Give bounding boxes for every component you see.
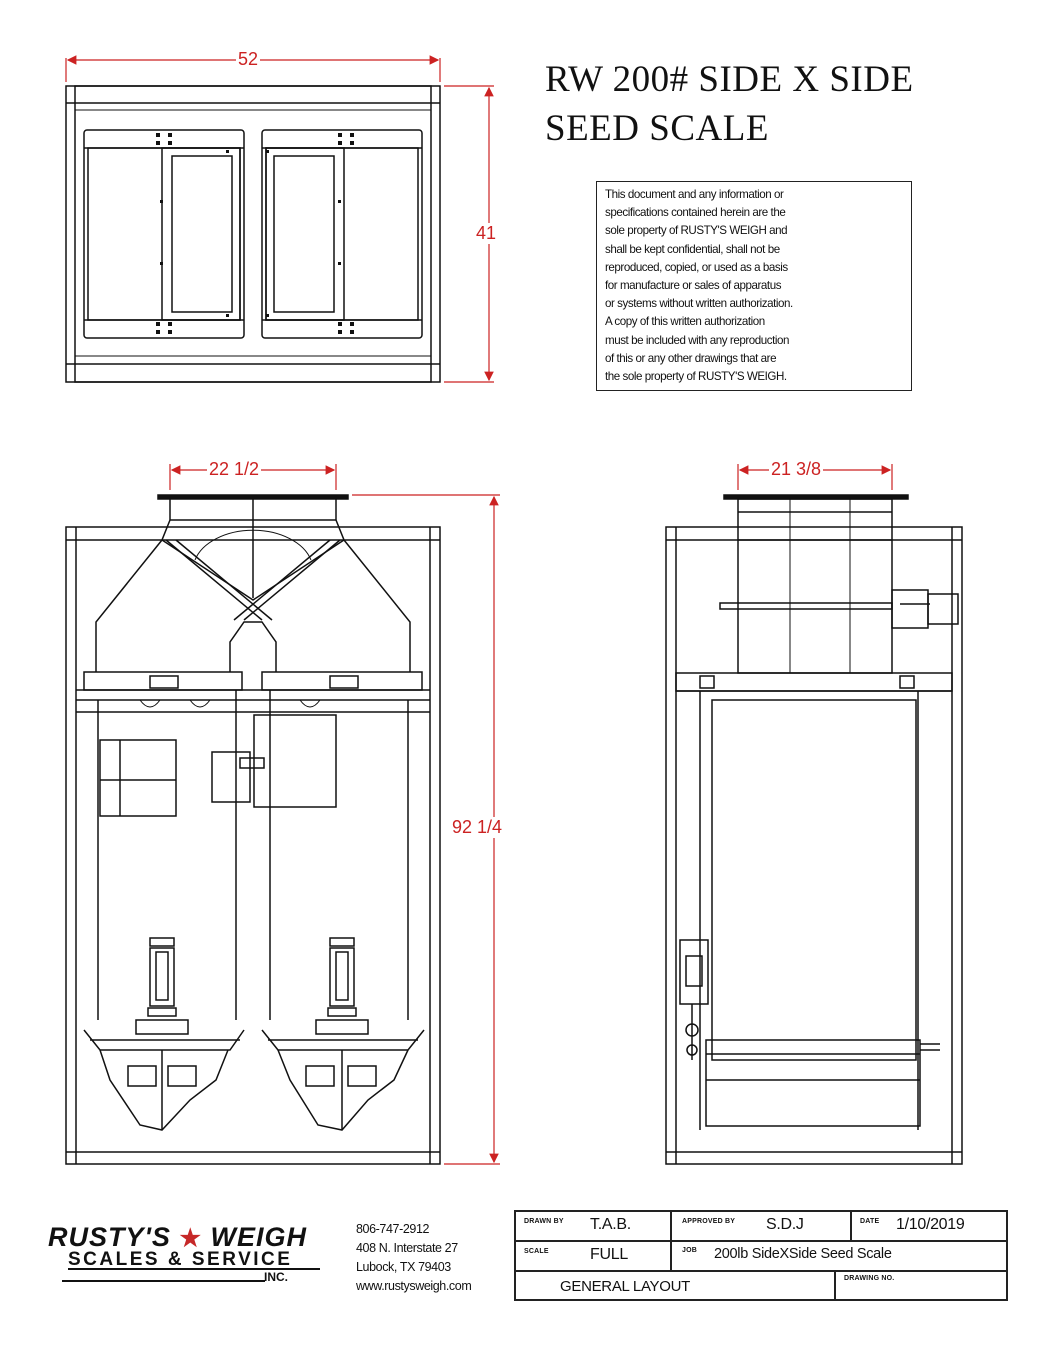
drawing-title-line1: RW 200# SIDE X SIDE: [545, 59, 914, 100]
contact-address-line1: 408 N. Interstate 27: [356, 1241, 458, 1255]
side-view: [665, 494, 963, 1165]
notice-line: specifications contained herein are the: [605, 206, 786, 220]
front-view: [65, 494, 441, 1165]
notice-line: of this or any other drawings that are: [605, 351, 777, 365]
star-icon: ★: [179, 1225, 202, 1252]
notice-line: shall be kept confidential, shall not be: [605, 242, 780, 256]
top-view-left-hopper: [83, 129, 245, 339]
contact-website: www.rustysweigh.com: [356, 1279, 472, 1293]
drawing-no-label: DRAWING NO.: [844, 1275, 895, 1282]
notice-line: the sole property of RUSTY'S WEIGH.: [605, 370, 787, 384]
front-view-control-box-right: [253, 714, 337, 808]
drawing-title-value: GENERAL LAYOUT: [560, 1278, 691, 1295]
job-label: JOB: [682, 1247, 697, 1254]
notice-line: sole property of RUSTY'S WEIGH and: [605, 224, 788, 238]
scale-label: SCALE: [524, 1248, 549, 1255]
logo-inc: INC.: [68, 1268, 320, 1284]
side-view-inlet-hopper: [737, 498, 893, 674]
drawn-by-label: DRAWN BY: [524, 1218, 564, 1225]
notice-line: or systems without written authorization…: [605, 297, 793, 311]
scale-value: FULL: [590, 1246, 628, 1263]
contact-address-line2: Lubock, TX 79403: [356, 1260, 451, 1274]
job-value: 200lb SideXSide Seed Scale: [714, 1246, 892, 1262]
approved-by-label: APPROVED BY: [682, 1218, 736, 1225]
logo-tagline: SCALES & SERVICE: [68, 1249, 293, 1270]
dimension-top-depth: 41: [474, 223, 499, 244]
company-logo: RUSTY'S ★ WEIGH SCALES & SERVICE INC.: [48, 1222, 338, 1284]
drawn-by-value: T.A.B.: [590, 1216, 631, 1233]
notice-line: must be included with any reproduction: [605, 333, 789, 347]
title-block: DRAWN BY T.A.B. APPROVED BY S.D.J DATE 1…: [514, 1210, 1008, 1301]
contact-phone: 806-747-2912: [356, 1222, 430, 1236]
confidentiality-notice: This document and any information or spe…: [596, 181, 912, 391]
notice-line: A copy of this written authorization: [605, 315, 765, 329]
front-view-dimensions: [169, 464, 500, 1165]
logo-wordmark: RUSTY'S ★ WEIGH: [48, 1222, 307, 1252]
dimension-height: 92 1/4: [450, 817, 505, 838]
dimension-side-hopper-width: 21 3/8: [769, 459, 824, 480]
drawing-title-line2: SEED SCALE: [545, 108, 769, 149]
top-view: [65, 85, 441, 383]
notice-line: reproduced, copied, or used as a basis: [605, 260, 788, 274]
dimension-hopper-width: 22 1/2: [207, 459, 262, 480]
dimension-top-width: 52: [236, 49, 261, 70]
date-value: 1/10/2019: [896, 1216, 965, 1233]
top-view-dimensions: [65, 55, 494, 383]
company-contact: 806-747-2912 408 N. Interstate 27 Lubock…: [356, 1220, 472, 1296]
front-view-control-box-left: [99, 739, 177, 817]
notice-line: This document and any information or: [605, 188, 784, 201]
date-label: DATE: [860, 1218, 880, 1225]
approved-by-value: S.D.J: [766, 1216, 804, 1233]
side-view-frame: [665, 526, 963, 1165]
top-view-right-hopper: [261, 129, 423, 339]
notice-line: for manufacture or sales of apparatus: [605, 279, 782, 293]
